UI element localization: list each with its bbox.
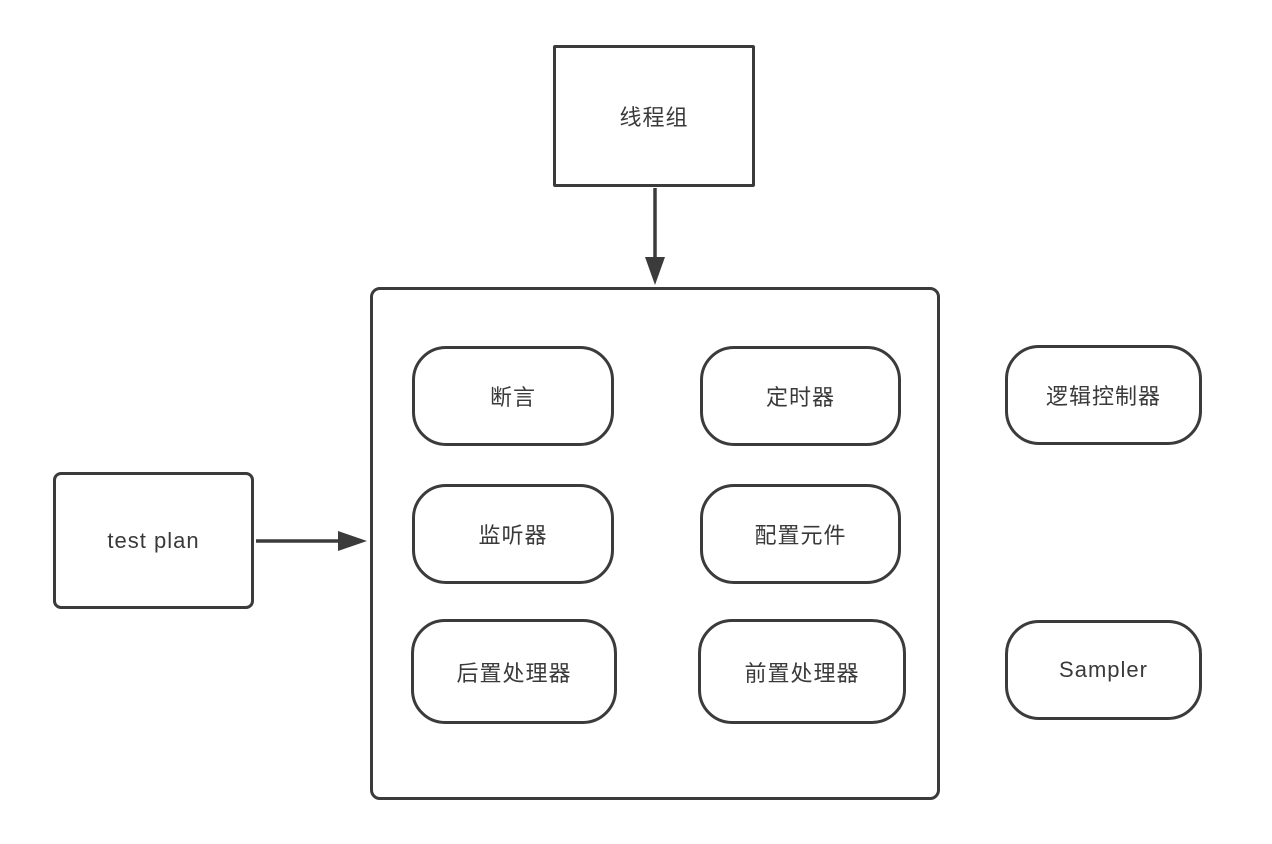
node-test-plan: test plan bbox=[53, 472, 254, 609]
node-sampler-label: Sampler bbox=[1059, 657, 1148, 682]
node-listener: 监听器 bbox=[412, 484, 614, 584]
node-timer: 定时器 bbox=[700, 346, 901, 446]
arrow-thread-group-to-container bbox=[645, 188, 665, 285]
node-pre-processor-label: 前置处理器 bbox=[744, 660, 860, 686]
node-logic-controller-label: 逻辑控制器 bbox=[1045, 384, 1161, 409]
node-logic-controller: 逻辑控制器 bbox=[1005, 345, 1202, 445]
node-config-element-label: 配置元件 bbox=[754, 523, 847, 548]
node-post-processor: 后置处理器 bbox=[411, 619, 617, 724]
node-timer-label: 定时器 bbox=[765, 385, 835, 410]
node-assertion: 断言 bbox=[412, 346, 614, 446]
node-test-plan-label: test plan bbox=[107, 527, 200, 553]
node-listener-label: 监听器 bbox=[478, 523, 548, 548]
node-sampler: Sampler bbox=[1005, 620, 1202, 720]
node-thread-group: 线程组 bbox=[553, 45, 755, 187]
node-pre-processor: 前置处理器 bbox=[698, 619, 906, 724]
node-post-processor-label: 后置处理器 bbox=[456, 660, 572, 686]
arrow-test-plan-to-container bbox=[256, 531, 367, 551]
node-thread-group-label: 线程组 bbox=[619, 105, 689, 130]
node-assertion-label: 断言 bbox=[489, 385, 536, 410]
node-config-element: 配置元件 bbox=[700, 484, 901, 584]
